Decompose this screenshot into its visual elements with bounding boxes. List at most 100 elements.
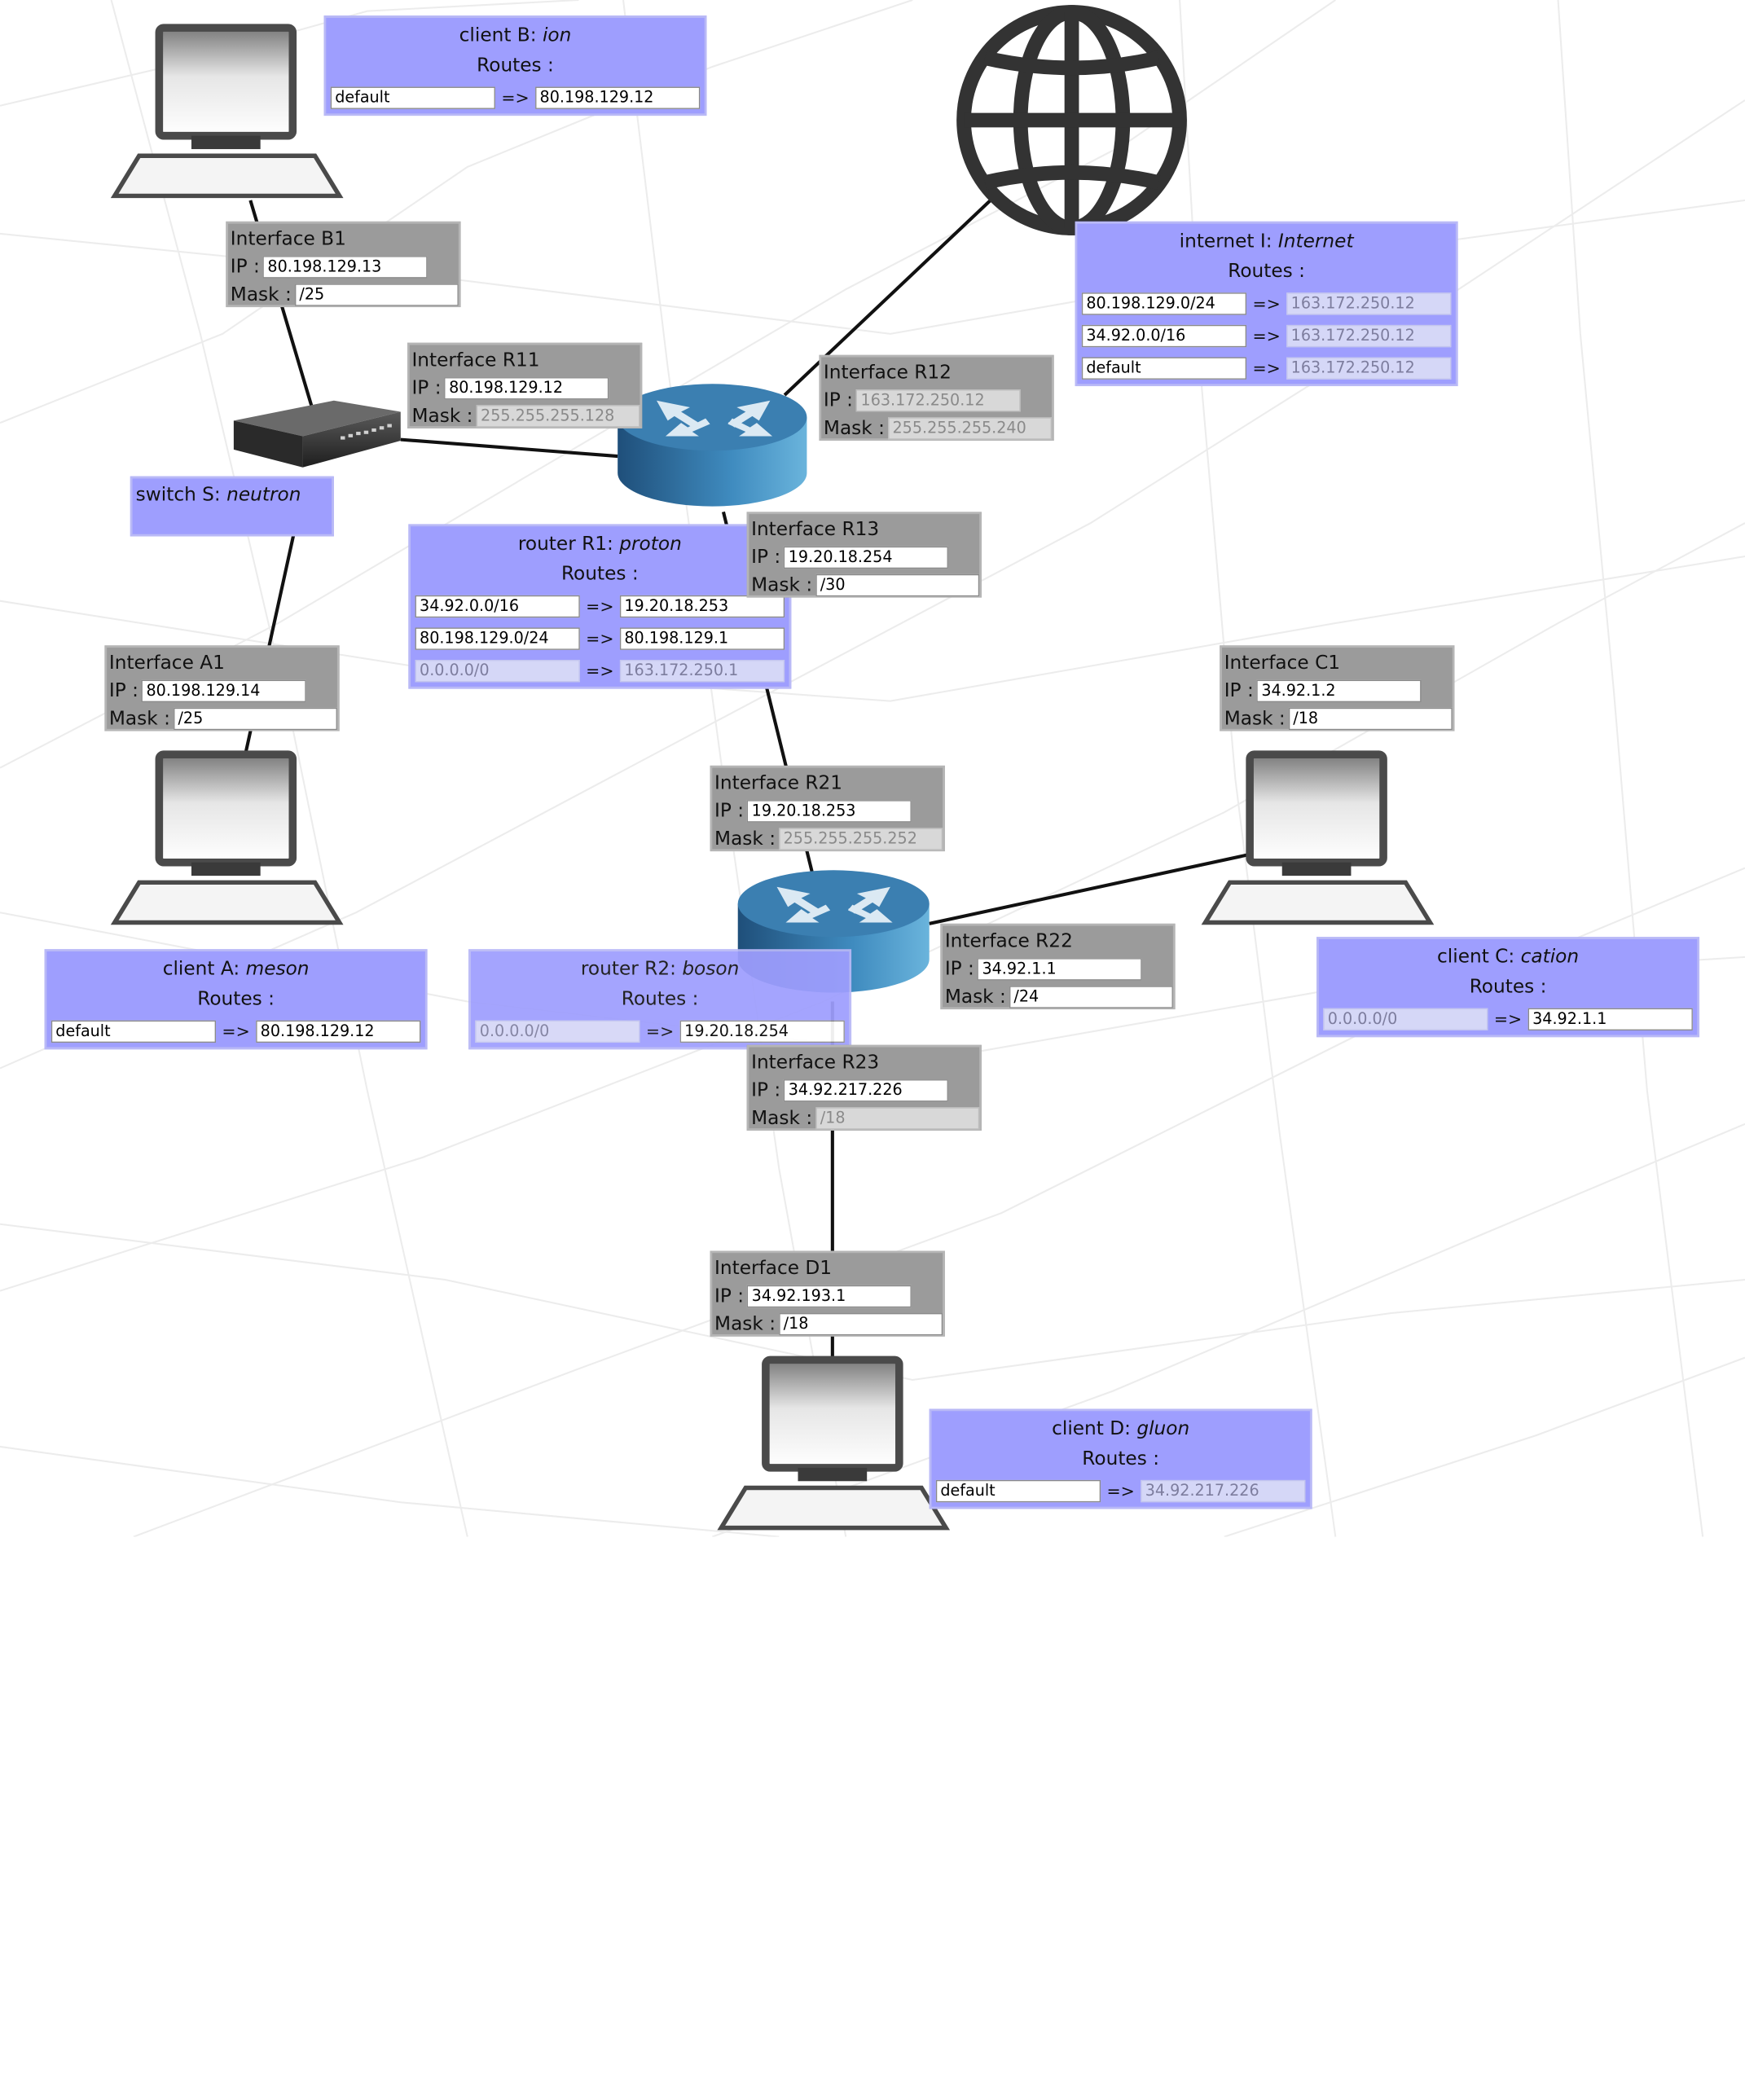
ip-label: IP : — [108, 679, 138, 702]
routes-label: Routes : — [1469, 976, 1547, 999]
route-row: 34.92.0.0/16 => 19.20.18.253 — [411, 590, 789, 622]
routes-label: Routes : — [560, 563, 639, 586]
node-label: client B: — [459, 24, 543, 47]
interface-b1[interactable]: Interface B1 IP :80.198.129.13 Mask :/25 — [226, 221, 461, 308]
ip-field[interactable]: 19.20.18.254 — [784, 546, 949, 569]
mask-label: Mask : — [823, 416, 885, 439]
routes-label: Routes : — [1228, 260, 1305, 283]
ip-field[interactable]: 80.198.129.13 — [262, 255, 429, 278]
interface-r11[interactable]: Interface R11 IP :80.198.129.12 Mask :25… — [407, 342, 643, 428]
ip-label: IP : — [411, 376, 442, 399]
route-arrow: => — [586, 660, 614, 681]
route-arrow: => — [645, 1021, 675, 1041]
mask-field[interactable]: /24 — [1009, 985, 1173, 1008]
mask-label: Mask : — [230, 283, 292, 305]
route-destination-field[interactable]: 34.92.0.0/16 — [1081, 324, 1247, 347]
ip-field[interactable]: 80.198.129.14 — [142, 679, 307, 702]
client-b-computer-icon[interactable] — [110, 24, 344, 199]
mask-label: Mask : — [714, 1312, 776, 1335]
route-row: 80.198.129.0/24 => 80.198.129.1 — [411, 622, 789, 655]
route-gateway-field[interactable]: 34.92.1.1 — [1527, 1008, 1693, 1030]
interface-title: Interface R12 — [823, 361, 952, 384]
ip-label: IP : — [1224, 679, 1254, 702]
link-r2-c — [929, 853, 1250, 925]
internet-node[interactable]: internet I: Internet Routes : 80.198.129… — [1075, 221, 1458, 387]
route-row: default => 163.172.250.12 — [1077, 352, 1455, 384]
route-gateway-field[interactable]: 80.198.129.12 — [535, 86, 701, 109]
route-destination-field[interactable]: 80.198.129.0/24 — [1081, 292, 1247, 314]
node-name: Internet — [1277, 230, 1354, 253]
client-d-node[interactable]: client D: gluon Routes : default => 34.9… — [929, 1408, 1312, 1509]
router-r2-node[interactable]: router R2: boson Routes : 0.0.0.0/0 => 1… — [468, 949, 852, 1050]
internet-globe-icon[interactable] — [956, 5, 1187, 235]
interface-r23[interactable]: Interface R23 IP :34.92.217.226 Mask :/1… — [746, 1044, 982, 1131]
route-gateway-field[interactable]: 19.20.18.254 — [679, 1020, 845, 1043]
route-destination-field[interactable]: default — [51, 1020, 217, 1043]
switch-node[interactable]: switch S: neutron — [130, 476, 334, 537]
route-gateway-field: 163.172.250.12 — [1286, 292, 1452, 314]
client-c-computer-icon[interactable] — [1201, 750, 1435, 925]
route-gateway-field[interactable]: 80.198.129.1 — [619, 626, 785, 650]
ip-field[interactable]: 34.92.1.2 — [1256, 679, 1422, 702]
router-r1-icon[interactable] — [618, 384, 807, 507]
ip-field[interactable]: 80.198.129.12 — [444, 376, 609, 399]
link-r1-internet — [783, 199, 992, 397]
route-arrow: => — [1252, 325, 1281, 346]
route-gateway-field: 163.172.250.12 — [1286, 356, 1452, 380]
ip-label: IP : — [230, 255, 260, 278]
route-row: default => 80.198.129.12 — [326, 81, 704, 114]
client-a-computer-icon[interactable] — [110, 750, 344, 925]
routes-label: Routes : — [197, 988, 275, 1011]
node-label: client D: — [1052, 1417, 1137, 1440]
ip-field[interactable]: 34.92.193.1 — [747, 1285, 912, 1307]
mask-label: Mask : — [108, 707, 170, 730]
mask-field[interactable]: /25 — [174, 707, 337, 730]
route-destination-field[interactable]: default — [935, 1479, 1101, 1502]
ip-field[interactable]: 34.92.217.226 — [784, 1079, 949, 1101]
ip-field[interactable]: 34.92.1.1 — [977, 957, 1143, 980]
route-gateway-field[interactable]: 80.198.129.12 — [256, 1020, 421, 1043]
route-row: 0.0.0.0/0 => 19.20.18.254 — [471, 1015, 849, 1048]
route-arrow: => — [1252, 358, 1281, 378]
interface-c1[interactable]: Interface C1 IP :34.92.1.2 Mask :/18 — [1220, 645, 1455, 731]
route-destination-field[interactable]: 34.92.0.0/16 — [415, 595, 580, 617]
node-label: switch S: — [135, 484, 227, 507]
interface-title: Interface A1 — [108, 652, 225, 674]
interface-r13[interactable]: Interface R13 IP :19.20.18.254 Mask :/30 — [746, 512, 982, 598]
mask-field[interactable]: /30 — [815, 573, 980, 596]
route-destination-field: 0.0.0.0/0 — [1323, 1008, 1488, 1030]
route-destination-field[interactable]: default — [330, 86, 495, 109]
interface-r12[interactable]: Interface R12 IP :163.172.250.12 Mask :2… — [819, 354, 1054, 441]
devices-layer — [110, 5, 1435, 1531]
route-gateway-field: 163.172.250.12 — [1286, 324, 1452, 347]
node-name: ion — [542, 24, 572, 47]
switch-icon[interactable] — [233, 400, 401, 468]
interface-r22[interactable]: Interface R22 IP :34.92.1.1 Mask :/24 — [940, 923, 1176, 1010]
ip-field: 163.172.250.12 — [856, 389, 1022, 411]
route-gateway-field[interactable]: 19.20.18.253 — [619, 595, 785, 617]
route-destination-field[interactable]: default — [1081, 356, 1247, 380]
mask-field: 255.255.255.252 — [779, 827, 943, 850]
mask-field: /18 — [815, 1106, 980, 1129]
interface-title: Interface D1 — [714, 1257, 833, 1281]
client-a-node[interactable]: client A: meson Routes : default => 80.1… — [44, 949, 428, 1050]
router-r1-node[interactable]: router R1: proton Routes : 34.92.0.0/16 … — [408, 524, 792, 689]
node-name: proton — [619, 533, 682, 556]
client-b-node[interactable]: client B: ion Routes : default => 80.198… — [323, 15, 707, 116]
mask-label: Mask : — [944, 985, 1006, 1008]
ip-field[interactable]: 19.20.18.253 — [747, 799, 912, 822]
interface-title: Interface R23 — [751, 1051, 880, 1074]
ip-label: IP : — [714, 1285, 745, 1307]
mask-field[interactable]: /25 — [294, 283, 459, 305]
mask-field[interactable]: /18 — [1288, 707, 1453, 730]
interface-r21[interactable]: Interface R21 IP :19.20.18.253 Mask :255… — [710, 765, 945, 852]
ip-label: IP : — [944, 957, 974, 980]
route-gateway-field: 34.92.217.226 — [1141, 1479, 1306, 1502]
mask-field[interactable]: /18 — [779, 1312, 943, 1335]
route-arrow: => — [501, 87, 530, 108]
interface-d1[interactable]: Interface D1 IP :34.92.193.1 Mask :/18 — [710, 1250, 945, 1337]
client-d-computer-icon[interactable] — [717, 1355, 951, 1531]
client-c-node[interactable]: client C: cation Routes : 0.0.0.0/0 => 3… — [1316, 937, 1700, 1038]
route-destination-field[interactable]: 80.198.129.0/24 — [415, 626, 580, 650]
interface-a1[interactable]: Interface A1 IP :80.198.129.14 Mask :/25 — [104, 645, 340, 731]
